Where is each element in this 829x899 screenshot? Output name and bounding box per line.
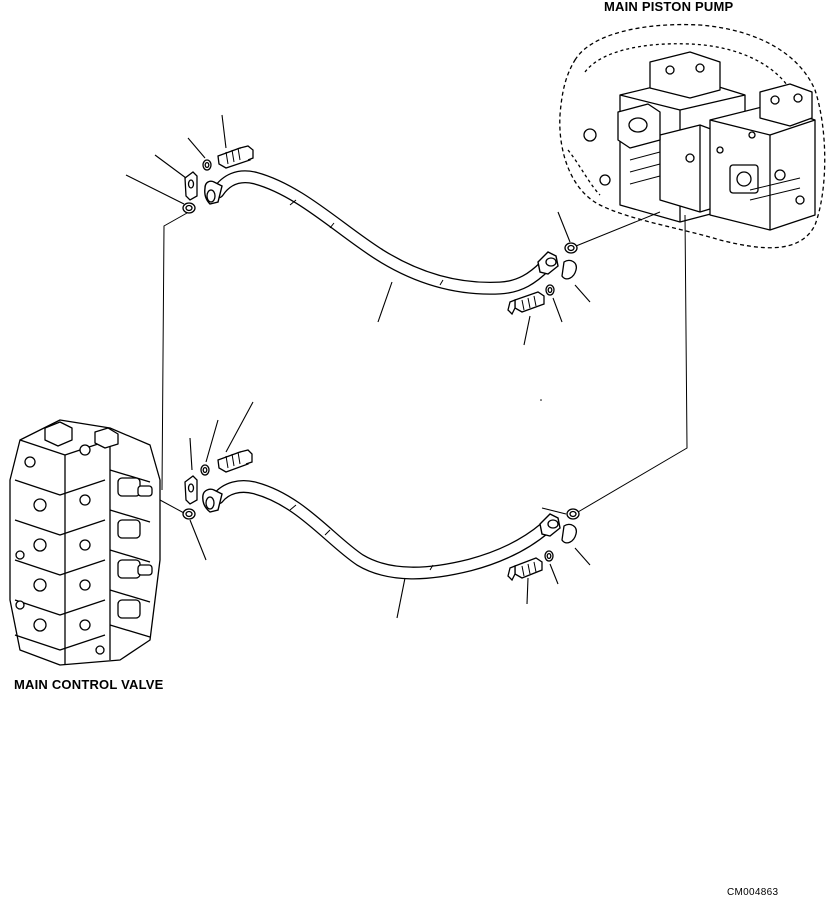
upper-hose-assembly [205,177,558,288]
upper-left-flange-parts [183,146,253,213]
connection-lines [160,212,687,513]
upper-right-flange-parts [508,243,577,314]
main-piston-pump-label: MAIN PISTON PUMP [604,0,734,14]
main-control-valve-label: MAIN CONTROL VALVE [14,677,164,692]
lower-left-flange-parts [183,450,252,519]
lower-right-flange-parts [508,509,579,580]
main-control-valve [10,420,160,665]
stray-dot [540,399,542,401]
callout-leaders [126,115,590,618]
drawing-code: CM004863 [727,887,779,898]
upper-hose [218,177,545,288]
main-piston-pump [560,25,825,248]
lower-hose-assembly [203,486,560,573]
